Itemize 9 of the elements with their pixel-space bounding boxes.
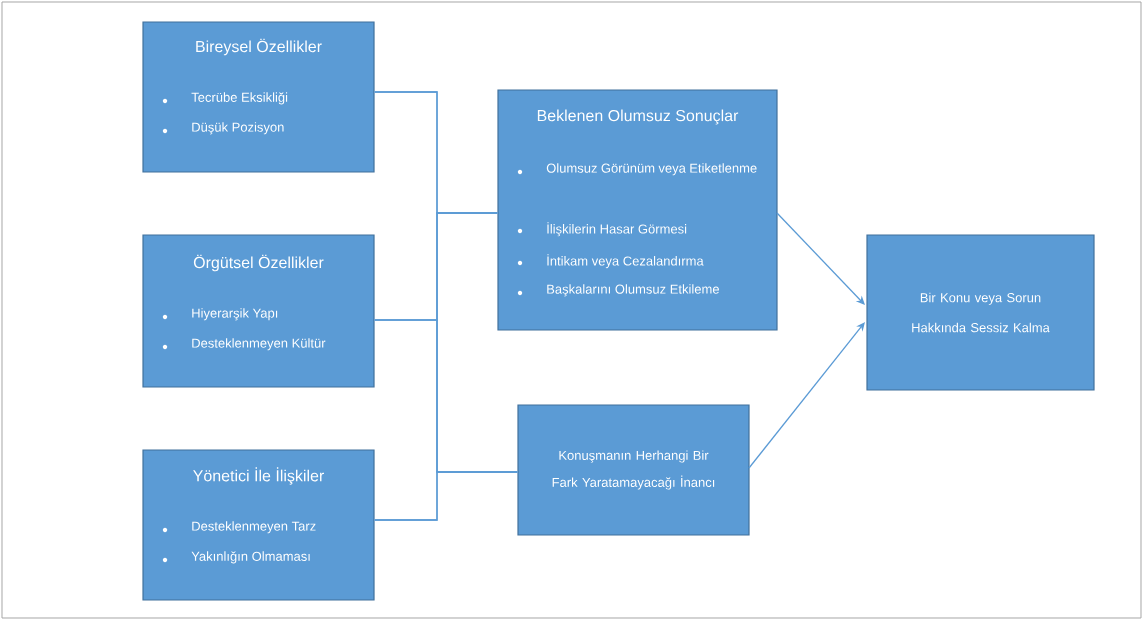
connector: [776, 212, 865, 305]
connector: [373, 471, 519, 521]
process-box: Yönetici İle İlişkiler Desteklenmeyen Tarz Yakınlığın Olmaması: [142, 449, 375, 601]
process-box: Bireysel Özellikler Tecrübe Eksikliği Düşük Pozisyon: [142, 21, 375, 173]
process-box: Bir Konu veya Sorun Hakkında Sessiz Kalma: [866, 234, 1095, 391]
connector: [748, 322, 865, 469]
process-box: Örgütsel Özellikler Hiyerarşik Yapı Desteklenmeyen Kültür: [142, 234, 375, 388]
process-box: Beklenen Olumsuz Sonuçlar Olumsuz Görünüm veya Etiketlenme İlişkilerin Hasar Görmesi İntikam veya Cezalandırma Başkalarını Olumsuz Etkileme: [497, 89, 778, 331]
process-box: Konuşmanın Herhangi Bir Fark Yaratamayacağı İnancı: [517, 404, 750, 536]
